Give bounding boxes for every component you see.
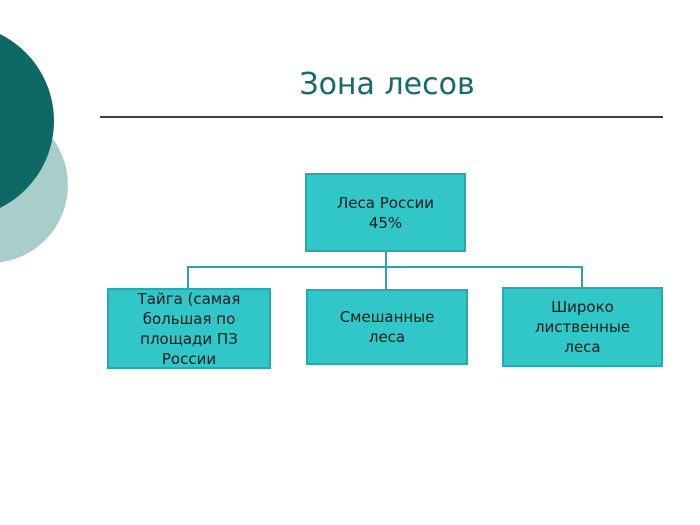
connector-horizontal	[187, 266, 583, 268]
diagram-node-root: Леса России 45%	[305, 173, 466, 252]
diagram-node-mixed-forests-label: Смешанные леса	[339, 308, 435, 346]
diagram-node-broadleaf-forests-label: Широко лиственные леса	[534, 298, 631, 356]
page-title: Зона лесов	[299, 67, 475, 102]
diagram-node-taiga: Тайга (самая большая по площади ПЗ Росси…	[107, 288, 271, 369]
connector-root-vertical	[385, 252, 387, 289]
connector-right-drop	[581, 266, 583, 287]
diagram-node-mixed-forests: Смешанные леса	[306, 289, 468, 365]
diagram-node-root-label: Леса России 45%	[337, 193, 434, 232]
title-divider	[100, 116, 663, 118]
diagram-node-taiga-label: Тайга (самая большая по площади ПЗ Росси…	[137, 289, 241, 368]
diagram-node-broadleaf-forests: Широко лиственные леса	[502, 287, 663, 367]
connector-left-drop	[187, 266, 189, 288]
